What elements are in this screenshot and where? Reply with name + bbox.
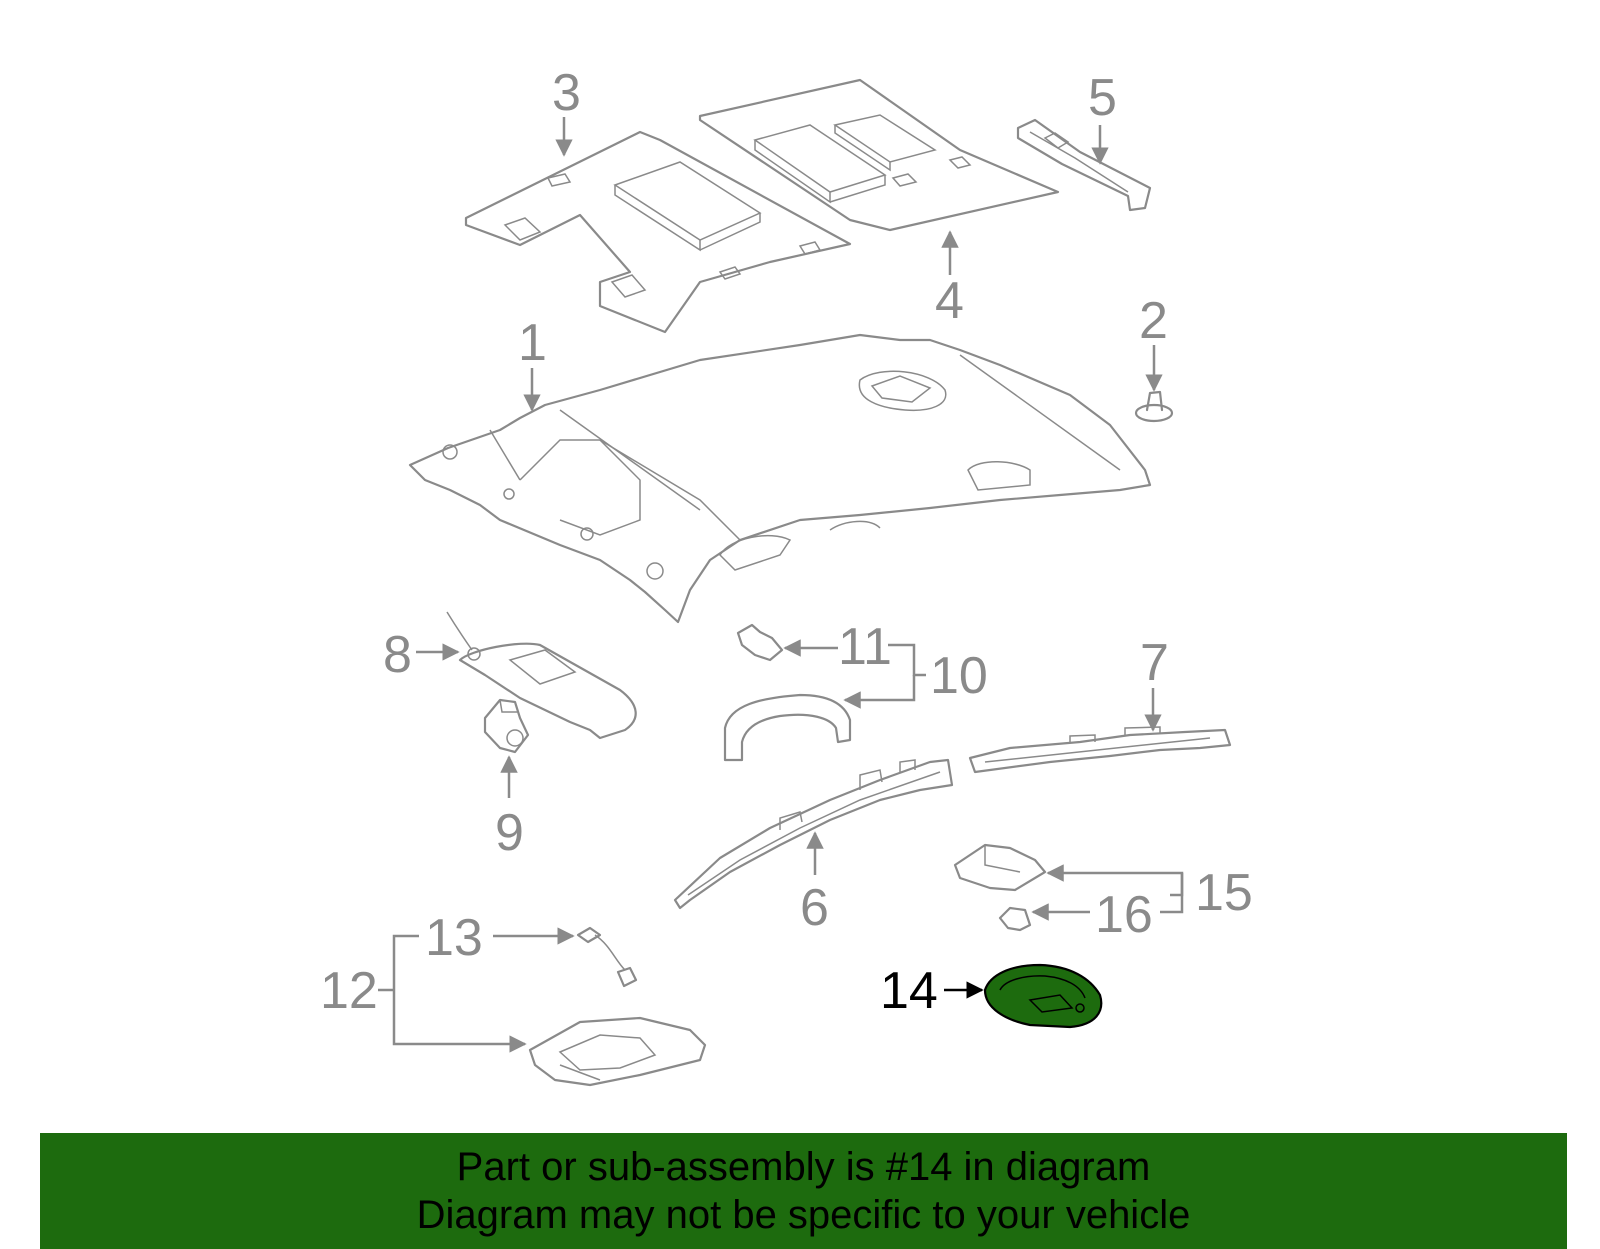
callout-7: 7 bbox=[1140, 634, 1169, 692]
callout-15: 15 bbox=[1195, 864, 1253, 922]
part-12-dome-lamp bbox=[528, 1016, 707, 1087]
callout-5: 5 bbox=[1088, 69, 1117, 127]
part-8-sun-visor bbox=[446, 611, 637, 740]
banner-line-part-number: Part or sub-assembly is #14 in diagram bbox=[456, 1145, 1151, 1189]
callout-2: 2 bbox=[1139, 292, 1168, 350]
callout-11: 11 bbox=[838, 618, 892, 676]
part-15-lamp-base bbox=[953, 843, 1047, 892]
callout-9: 9 bbox=[495, 804, 524, 862]
part-10-assist-grip bbox=[723, 693, 852, 762]
part-3-insulator-pad bbox=[464, 130, 852, 334]
part-9-visor-holder bbox=[483, 698, 530, 754]
part-13-wire-harness bbox=[576, 926, 638, 988]
callout-4: 4 bbox=[935, 272, 964, 330]
banner-line-disclaimer: Diagram may not be specific to your vehi… bbox=[416, 1193, 1191, 1237]
callout-10: 10 bbox=[930, 647, 988, 705]
part-6-side-trim bbox=[673, 758, 954, 910]
callout-1: 1 bbox=[518, 314, 547, 372]
callout-14: 14 bbox=[880, 962, 938, 1020]
callout-6: 6 bbox=[800, 879, 829, 937]
callout-16: 16 bbox=[1095, 886, 1153, 944]
part-14-lamp-lens bbox=[983, 963, 1103, 1029]
part-1-headliner bbox=[408, 333, 1152, 624]
part-4-insulator-pad bbox=[698, 78, 1060, 232]
callout-3: 3 bbox=[552, 64, 581, 122]
part-11-cap bbox=[736, 623, 784, 662]
part-16-bulb bbox=[998, 906, 1032, 932]
part-7-side-trim bbox=[968, 726, 1232, 774]
callout-8: 8 bbox=[383, 626, 412, 684]
info-banner: Part or sub-assembly is #14 in diagram D… bbox=[40, 1133, 1567, 1249]
part-5-bracket bbox=[1016, 118, 1152, 212]
part-2-clip bbox=[1134, 390, 1174, 423]
leader-lines bbox=[378, 117, 1184, 1053]
callout-labels: 3 4 5 1 2 8 9 11 10 7 6 15 16 13 12 14 bbox=[320, 64, 1253, 1020]
callout-13: 13 bbox=[425, 909, 483, 967]
callout-12: 12 bbox=[320, 962, 378, 1020]
